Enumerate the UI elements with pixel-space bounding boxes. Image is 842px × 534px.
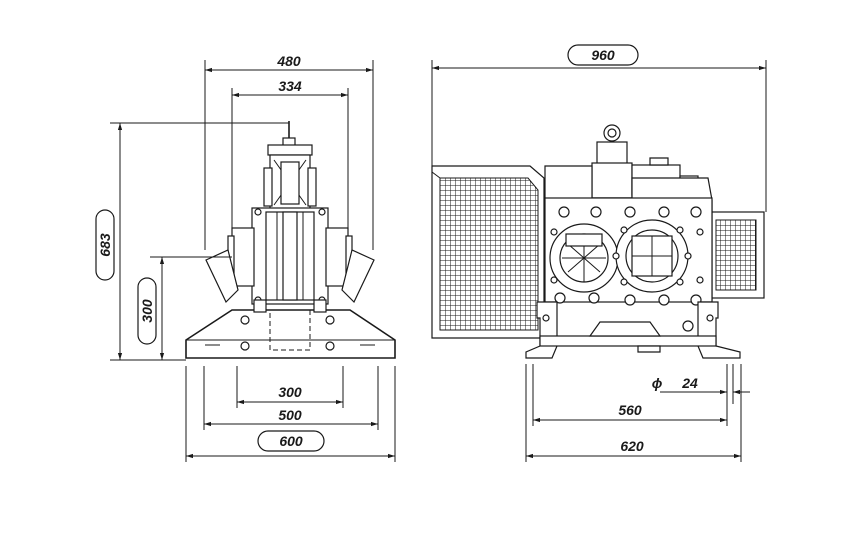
dim-hole-24: 24 [681, 375, 698, 391]
dim-683: 683 [97, 233, 113, 257]
side-view: 480 334 683 300 300 [95, 53, 396, 462]
dim-600-badge [257, 430, 325, 452]
side-base-plate [185, 309, 396, 359]
dim-500: 500 [278, 407, 302, 423]
dim-300-height: 300 [139, 299, 155, 323]
dim-334: 334 [278, 78, 302, 94]
front-right-mesh-screen [707, 211, 765, 299]
dim-620: 620 [620, 438, 644, 454]
side-dimensions: 480 334 683 300 300 [95, 53, 396, 462]
dim-683-badge [95, 209, 115, 281]
front-left-mesh-screen [431, 165, 545, 339]
front-base-frame [525, 301, 741, 359]
dim-600: 600 [279, 433, 303, 449]
dim-480: 480 [276, 53, 301, 69]
dim-300-base: 300 [278, 384, 302, 400]
front-view: 960 ϕ 24 560 620 [431, 44, 767, 462]
side-pump-body [205, 121, 375, 313]
dim-hole-symbol: ϕ [652, 375, 663, 391]
front-pump-housing [544, 124, 713, 306]
dim-300-height-badge [137, 277, 157, 345]
dim-960-badge [567, 44, 639, 66]
dim-960: 960 [591, 47, 615, 63]
front-dimensions: 960 ϕ 24 560 620 [431, 44, 767, 462]
dim-560: 560 [618, 402, 642, 418]
